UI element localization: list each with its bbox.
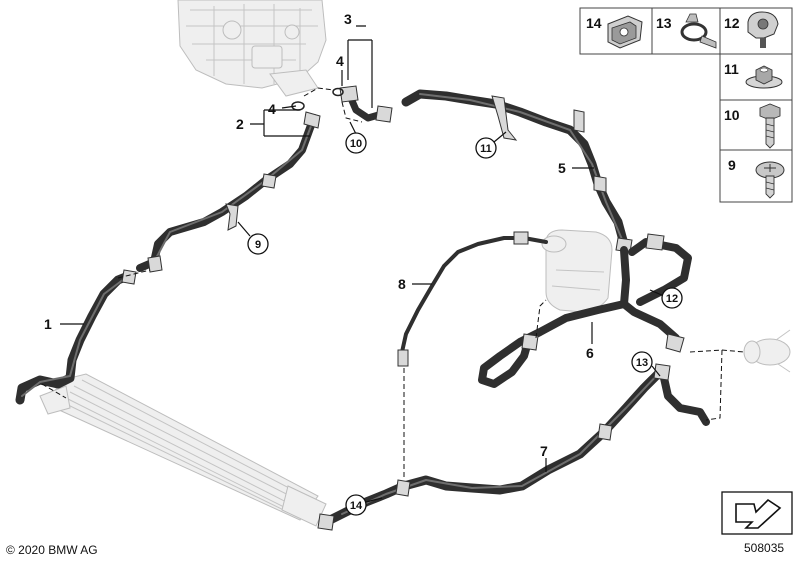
direction-arrow-icon	[735, 498, 782, 529]
legend-number-13: 13	[656, 15, 672, 31]
svg-text:13: 13	[636, 357, 648, 369]
callout-1: 1	[44, 316, 52, 332]
legend-number-9: 9	[728, 157, 736, 173]
circled-callout-10: 10	[345, 132, 367, 154]
expansion-tank-ghost	[541, 229, 613, 313]
callout-3: 3	[344, 11, 352, 27]
small-parts-legend: 14 13 12 11 10 9	[579, 7, 793, 203]
circled-callout-11: 11	[475, 137, 497, 159]
callout-numbers: 1 2 3 4 4 5 6 7 8	[44, 11, 594, 459]
callout-6: 6	[586, 345, 594, 361]
coolant-hose-7	[317, 363, 710, 531]
diagram-number: 508035	[744, 541, 784, 555]
svg-text:12: 12	[666, 293, 678, 305]
clip-holder-icon	[747, 11, 779, 48]
callout-4-left: 4	[268, 101, 276, 117]
svg-text:9: 9	[255, 239, 261, 251]
radiator-ghost	[39, 373, 327, 527]
coolant-hose-1	[15, 269, 137, 405]
legend-number-12: 12	[724, 15, 740, 31]
circled-callouts: 9 10 11 12 13 14	[247, 132, 683, 516]
hose-clamp-double-icon	[607, 15, 643, 49]
circled-callout-13: 13	[631, 351, 653, 373]
svg-text:14: 14	[350, 500, 363, 512]
legend-number-10: 10	[724, 107, 740, 123]
coolant-hose-3	[291, 85, 393, 123]
callout-8: 8	[398, 276, 406, 292]
coolant-hose-6	[478, 233, 692, 388]
coolant-hose-5	[401, 89, 633, 253]
legend-number-14: 14	[586, 15, 602, 31]
callout-leaders	[60, 25, 665, 503]
copyright-text: © 2020 BMW AG	[6, 543, 98, 557]
svg-text:11: 11	[480, 143, 492, 155]
washer-nut-icon	[745, 65, 783, 89]
engine-block-ghost	[177, 0, 327, 97]
round-head-screw-icon	[755, 161, 785, 199]
callout-2: 2	[236, 116, 244, 132]
callout-4-right: 4	[336, 53, 344, 69]
legend-number-11: 11	[724, 61, 739, 77]
vent-line-8	[397, 231, 548, 367]
hex-bolt-icon	[759, 103, 781, 149]
callout-7: 7	[540, 443, 548, 459]
coolant-hose-2	[136, 111, 321, 273]
circled-callout-12: 12	[661, 287, 683, 309]
circled-callout-14: 14	[345, 494, 367, 516]
orientation-arrow-box	[721, 491, 793, 535]
circled-callout-9: 9	[247, 233, 269, 255]
svg-text:10: 10	[350, 138, 362, 150]
callout-5: 5	[558, 160, 566, 176]
assembly-lines	[41, 87, 745, 480]
coolant-pump-ghost	[743, 329, 791, 373]
hose-clamp-bracket-icon	[680, 13, 717, 49]
